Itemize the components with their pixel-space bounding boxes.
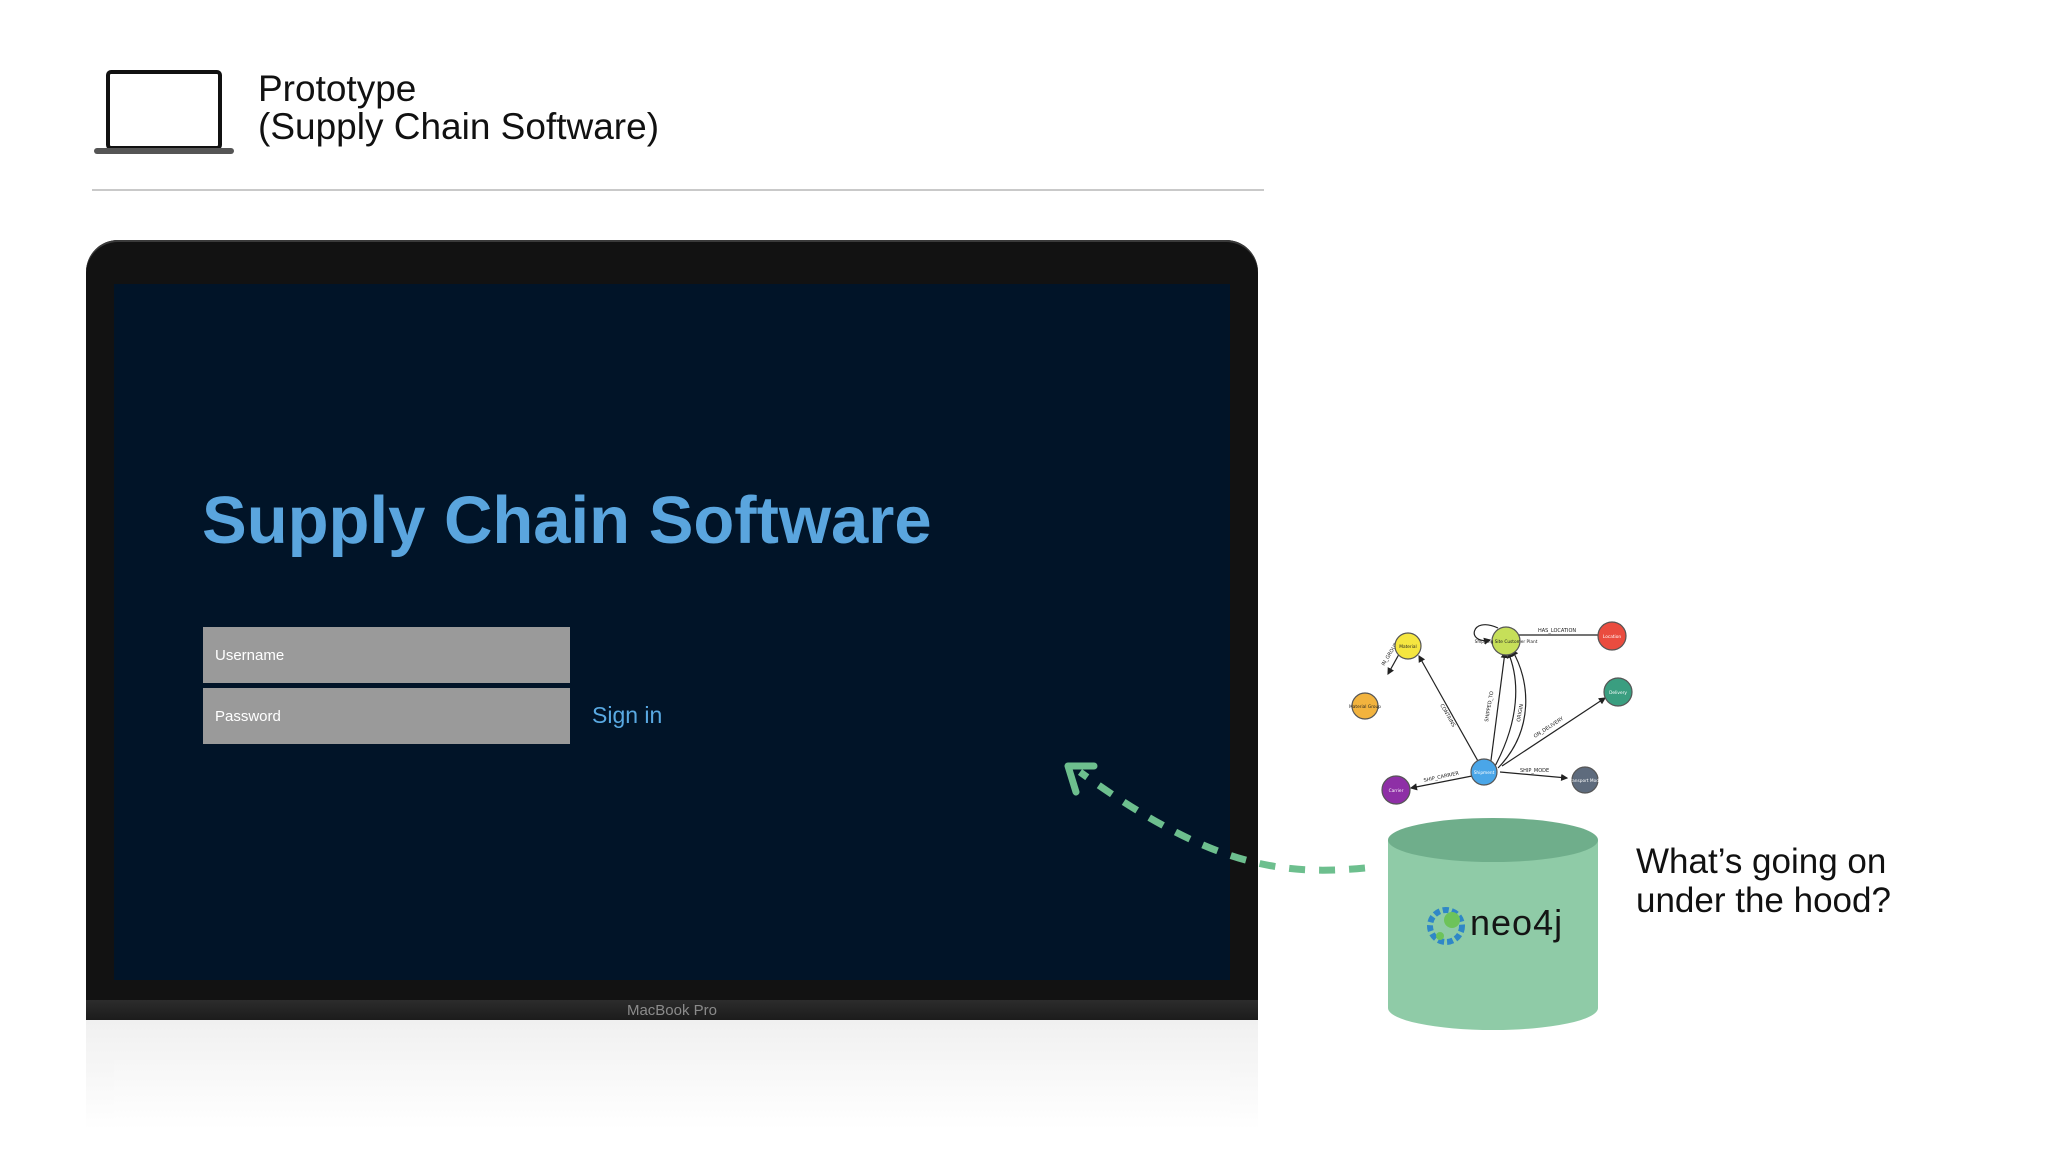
slide-title-line1: Prototype <box>258 68 417 109</box>
node-shipment-label: Shipment <box>1474 770 1495 776</box>
callout-line1: What’s going on <box>1636 842 1887 881</box>
database-cylinder: neo4j <box>1388 818 1598 1030</box>
node-material-group <box>1351 692 1379 720</box>
username-input[interactable]: Username <box>203 627 570 683</box>
callout-text: What’s going on under the hood? <box>1636 842 1891 920</box>
slide-header: Prototype (Supply Chain Software) <box>92 66 1264 190</box>
laptop-icon <box>94 70 234 154</box>
laptop-base <box>86 1000 1258 1020</box>
device-model-label: MacBook Pro <box>626 1002 718 1019</box>
graph-schema-diagram: HAS_LOCATION IN_GROUP CONTAINS SHIPPED_T… <box>1349 621 1633 805</box>
laptop-mockup: Supply Chain Software Username Password … <box>86 240 1258 1020</box>
node-delivery-label: Delivery <box>1609 690 1627 696</box>
password-input[interactable]: Password <box>203 688 570 744</box>
node-transport-mode <box>1571 766 1599 794</box>
node-shipment <box>1470 758 1498 786</box>
app-title: Supply Chain Software <box>202 483 932 558</box>
database-name: neo4j <box>1470 902 1564 943</box>
slide-title-line2: (Supply Chain Software) <box>258 106 660 147</box>
laptop-reflection <box>86 1020 1258 1130</box>
edge-origin-label: ORIGIN <box>1516 703 1525 722</box>
node-transport-mode-label: Transport Mode <box>1567 778 1602 784</box>
node-delivery <box>1603 677 1633 707</box>
neo4j-logo-icon <box>1427 907 1465 945</box>
sign-in-link[interactable]: Sign in <box>592 702 663 728</box>
edge-shipped-to-label: SHIPPED_TO <box>1484 691 1495 723</box>
header-divider <box>92 189 1264 191</box>
node-carrier <box>1381 775 1411 805</box>
edge-has-location-label: HAS_LOCATION <box>1538 628 1576 634</box>
app-screen: Supply Chain Software Username Password … <box>114 284 1230 980</box>
slide-title: Prototype (Supply Chain Software) <box>258 70 659 146</box>
node-shipping-site-label: Shipping Site Customer Plant <box>1475 639 1538 645</box>
edge-ship-mode-label: SHIP_MODE <box>1520 768 1549 774</box>
node-location <box>1597 621 1627 651</box>
callout-line2: under the hood? <box>1636 881 1891 920</box>
dashed-arrow-icon <box>1064 762 1366 874</box>
node-material-label: Material <box>1399 644 1416 650</box>
node-material-group-label: Material Group <box>1349 704 1381 710</box>
node-shipping-site <box>1491 626 1521 656</box>
node-location-label: Location <box>1603 634 1621 640</box>
node-material <box>1394 632 1422 660</box>
node-carrier-label: Carrier <box>1389 788 1404 794</box>
